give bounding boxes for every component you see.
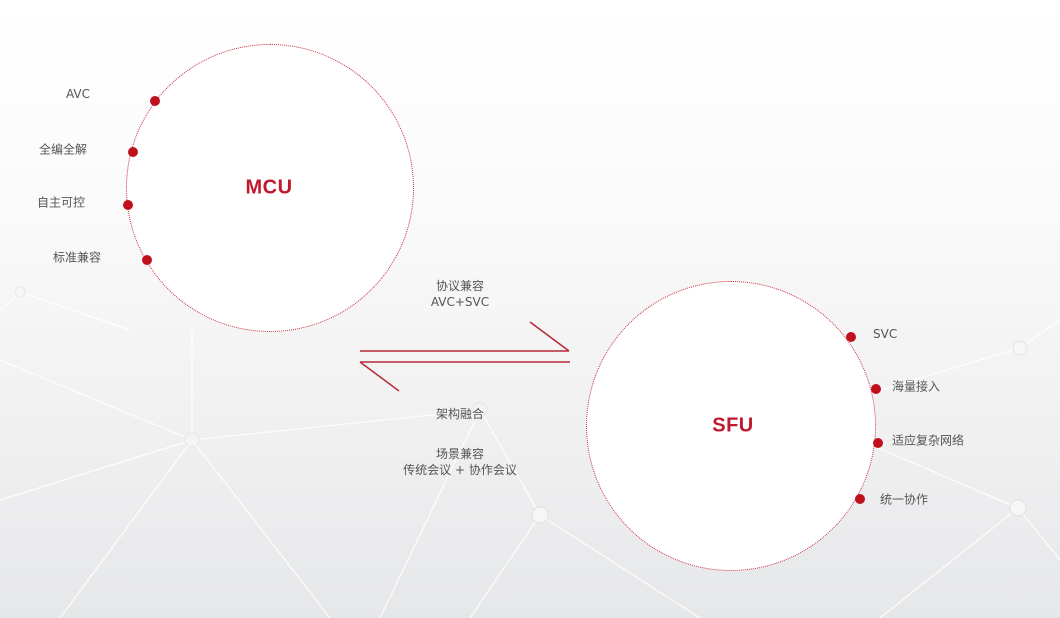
sfu-feature-dot bbox=[871, 384, 881, 394]
protocol-compat-value: AVC+SVC bbox=[430, 295, 490, 309]
mcu-feature-dot bbox=[150, 96, 160, 106]
scene-compat-text: 场景兼容 传统会议 + 协作会议 bbox=[403, 446, 517, 478]
architecture-fusion-text: 架构融合 bbox=[435, 407, 485, 421]
mcu-feature-avc: AVC bbox=[65, 87, 90, 101]
sfu-feature-complex-network: 适应复杂网络 bbox=[892, 433, 965, 448]
mcu-feature-dot bbox=[142, 255, 152, 265]
sfu-feature-dot bbox=[855, 494, 865, 504]
mcu-feature-dot bbox=[123, 200, 133, 210]
protocol-compat-label: 协议兼容 bbox=[435, 279, 485, 293]
sfu-feature-svc: SVC bbox=[873, 327, 898, 341]
mcu-feature-full-codec: 全编全解 bbox=[38, 142, 87, 157]
mcu-feature-dot bbox=[128, 147, 138, 157]
mcu-feature-self-controlled: 自主可控 bbox=[36, 195, 85, 210]
exchange-top-text: 协议兼容 AVC+SVC bbox=[431, 278, 489, 310]
sfu-circle bbox=[586, 281, 876, 571]
sfu-feature-massive-access: 海量接入 bbox=[892, 379, 941, 394]
sfu-feature-unified-collab: 统一协作 bbox=[880, 492, 929, 507]
mcu-feature-standard-compat: 标准兼容 bbox=[52, 250, 101, 265]
sfu-feature-dot bbox=[873, 438, 883, 448]
mcu-circle bbox=[126, 44, 414, 332]
mcu-title: MCU bbox=[245, 176, 293, 199]
sfu-feature-dot bbox=[846, 332, 856, 342]
scene-compat-label: 场景兼容 bbox=[435, 447, 484, 461]
sfu-title: SFU bbox=[712, 414, 754, 437]
architecture-fusion-label: 架构融合 bbox=[436, 406, 484, 422]
scene-compat-value: 传统会议 + 协作会议 bbox=[403, 463, 517, 477]
